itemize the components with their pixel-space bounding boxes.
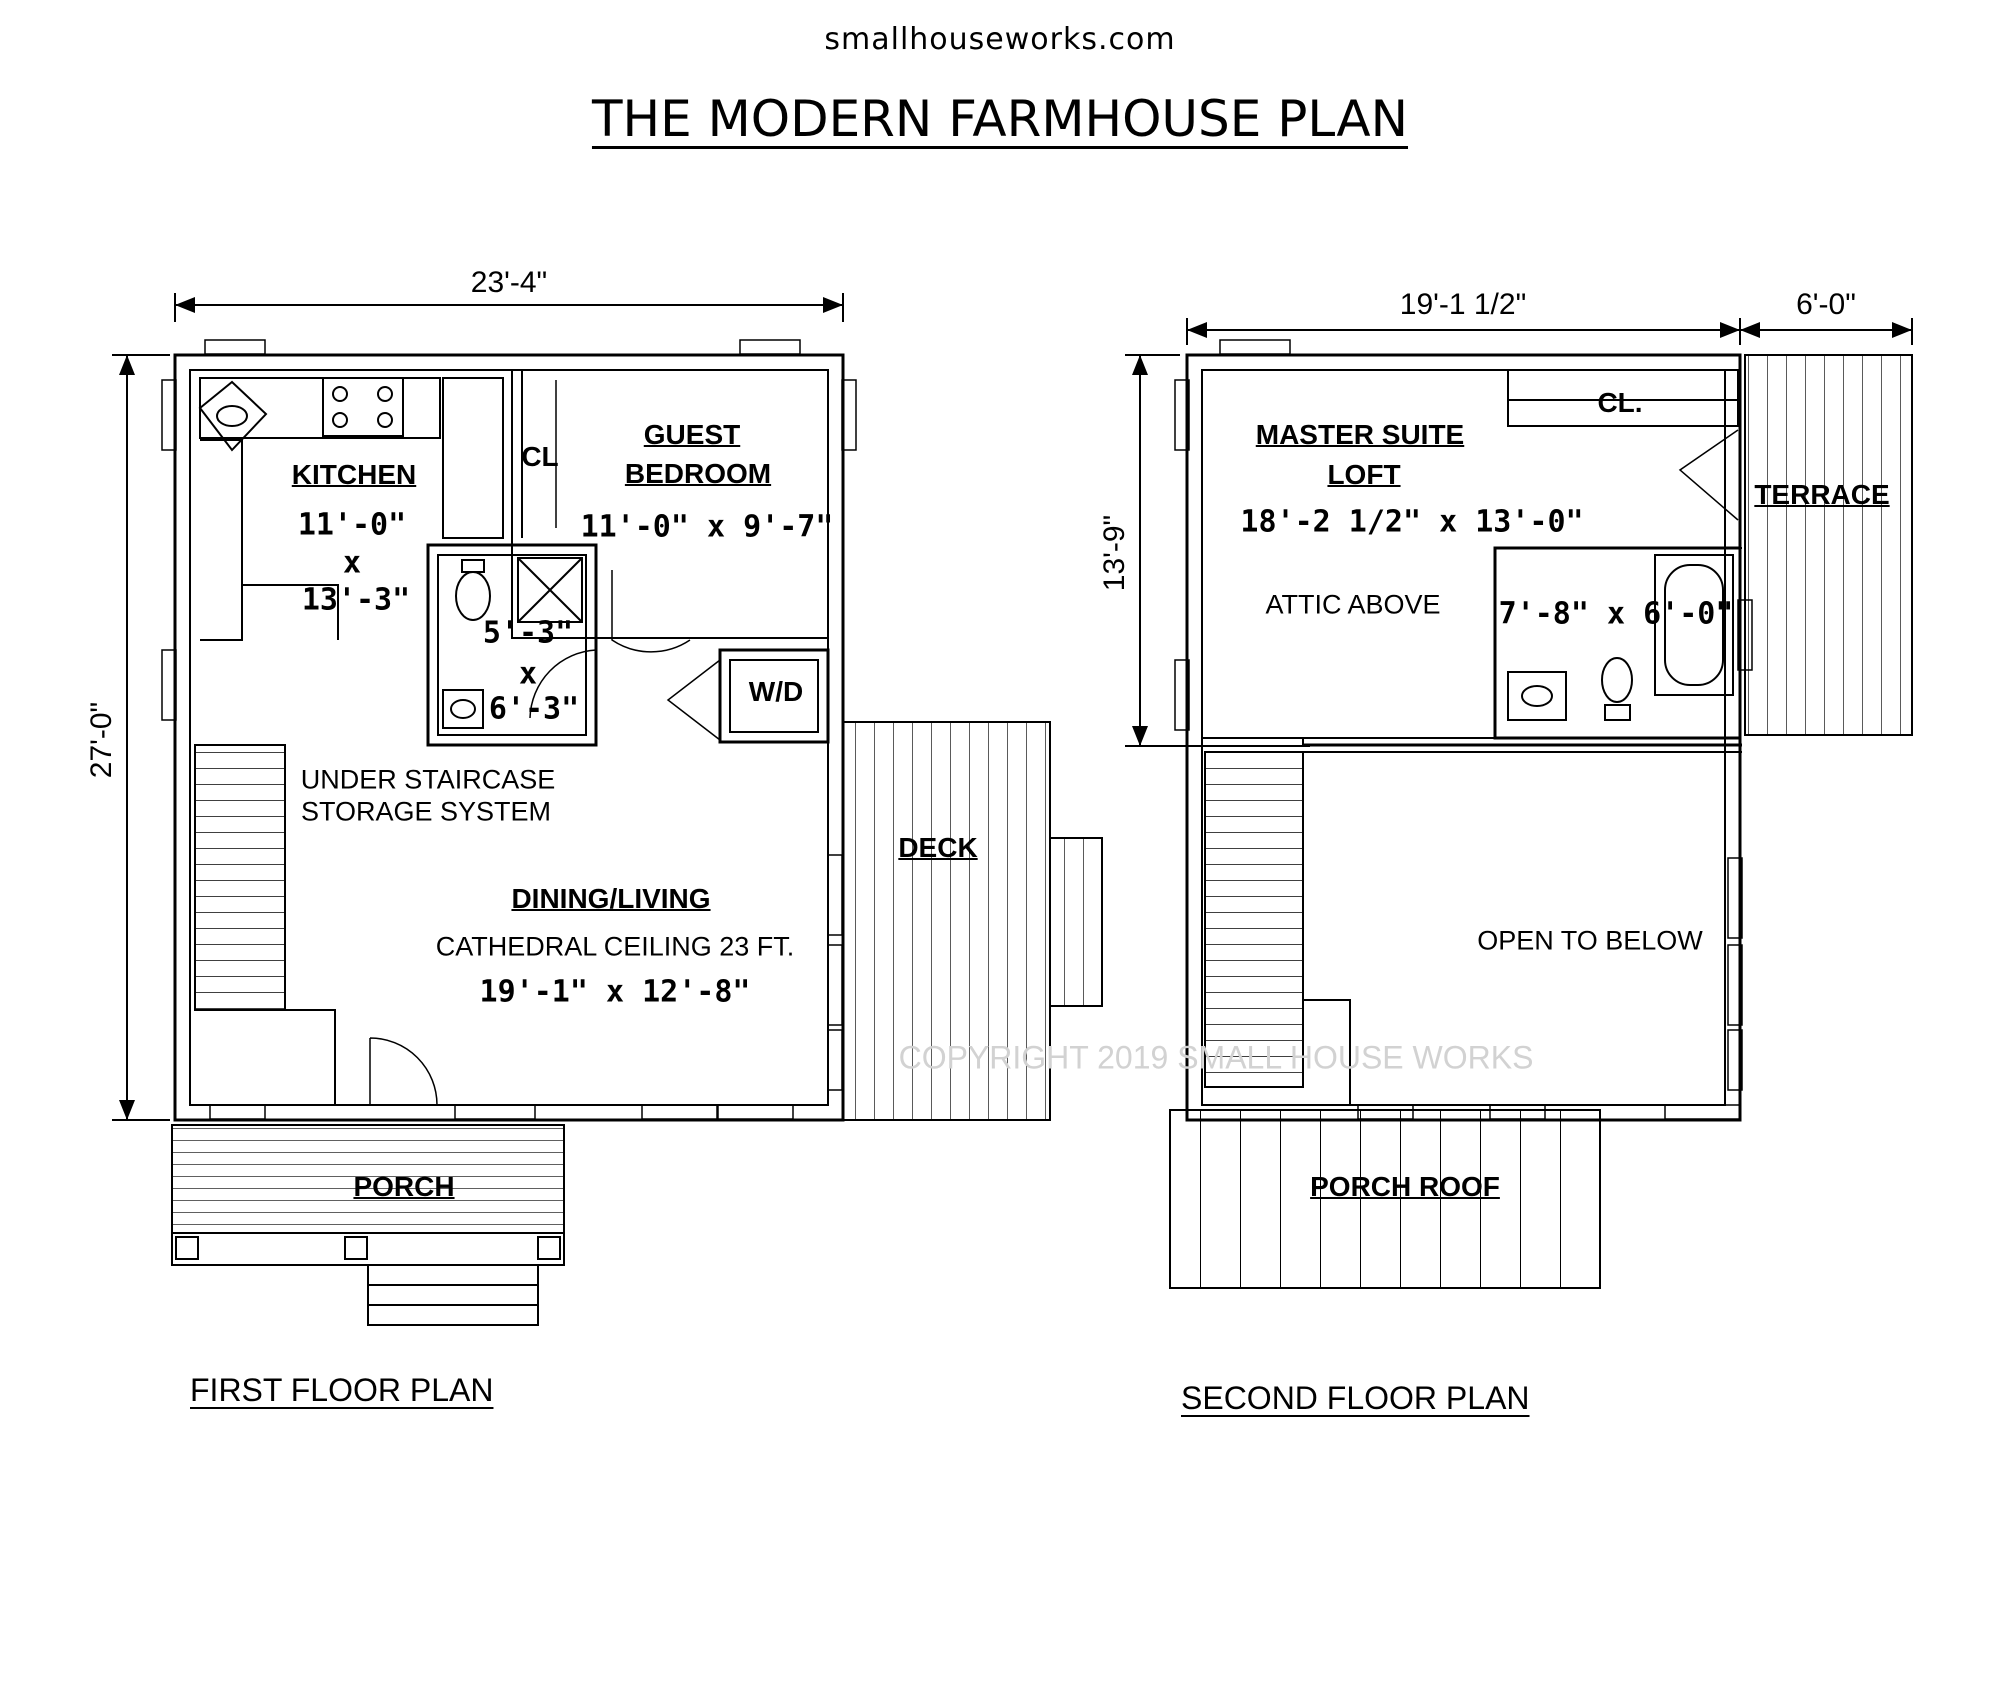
porch-label: PORCH xyxy=(353,1171,455,1202)
terrace-label: TERRACE xyxy=(1754,479,1890,510)
plan-title: THE MODERN FARMHOUSE PLAN xyxy=(591,90,1409,148)
bath-depth: 6'-3" xyxy=(488,691,580,727)
first-floor-title: FIRST FLOOR PLAN xyxy=(190,1372,494,1408)
deck-boards xyxy=(842,721,1103,1121)
closet-upper-label: CL. xyxy=(1597,387,1643,418)
master-suite-label-2: LOFT xyxy=(1327,459,1401,490)
porch-roof-label: PORCH ROOF xyxy=(1310,1171,1500,1202)
copyright-watermark: COPYRIGHT 2019 SMALL HOUSE WORKS xyxy=(898,1039,1534,1076)
terrace-width-label: 6'-0" xyxy=(1796,288,1856,321)
kitchen-width: 11'-0" xyxy=(297,507,407,543)
site-url: smallhouseworks.com xyxy=(824,22,1176,57)
second-floor-depth-label: 13'-9" xyxy=(1098,514,1131,592)
dining-living-label: DINING/LIVING xyxy=(511,883,711,914)
deck-label: DECK xyxy=(898,832,978,863)
cathedral-ceiling-note: CATHEDRAL CEILING 23 FT. xyxy=(435,931,795,962)
guest-bedroom-label-2: BEDROOM xyxy=(624,458,772,489)
open-to-below-label: OPEN TO BELOW xyxy=(1477,925,1703,956)
laundry-label: W/D xyxy=(748,676,804,707)
kitchen-label: KITCHEN xyxy=(291,459,417,490)
second-floor-walls xyxy=(1174,339,1753,1122)
guest-bedroom-label-1: GUEST xyxy=(643,419,741,450)
porch-boards xyxy=(171,1124,565,1326)
porch-roof-boards xyxy=(1169,1109,1601,1289)
dining-living-dims: 19'-1" x 12'-8" xyxy=(479,974,751,1010)
bath-width: 5'-3" xyxy=(482,615,574,651)
second-floor-title: SECOND FLOOR PLAN xyxy=(1181,1380,1530,1416)
second-floor-width-label: 19'-1 1/2" xyxy=(1399,288,1527,321)
master-bath-dims: 7'-8" x 6'-0" xyxy=(1498,596,1734,632)
first-floor-dimension-lines xyxy=(112,293,844,1121)
staircase-note-1: UNDER STAIRCASE xyxy=(300,764,556,795)
master-suite-dims: 18'-2 1/2" x 13'-0" xyxy=(1240,504,1584,540)
overall-width-label: 23'-4" xyxy=(470,266,548,299)
closet-label: CL xyxy=(521,441,559,472)
overall-depth-label: 27'-0" xyxy=(85,701,118,779)
second-floor-dimension-lines xyxy=(1125,318,1913,747)
kitchen-depth: 13'-3" xyxy=(301,582,411,618)
kitchen-x: x xyxy=(342,545,362,581)
master-suite-label-1: MASTER SUITE xyxy=(1255,419,1465,450)
bath-x: x xyxy=(518,656,538,692)
guest-bedroom-dims: 11'-0" x 9'-7" xyxy=(580,509,834,545)
staircase-note-2: STORAGE SYSTEM xyxy=(300,796,552,827)
attic-above-label: ATTIC ABOVE xyxy=(1265,589,1441,620)
terrace-boards xyxy=(1744,354,1913,736)
